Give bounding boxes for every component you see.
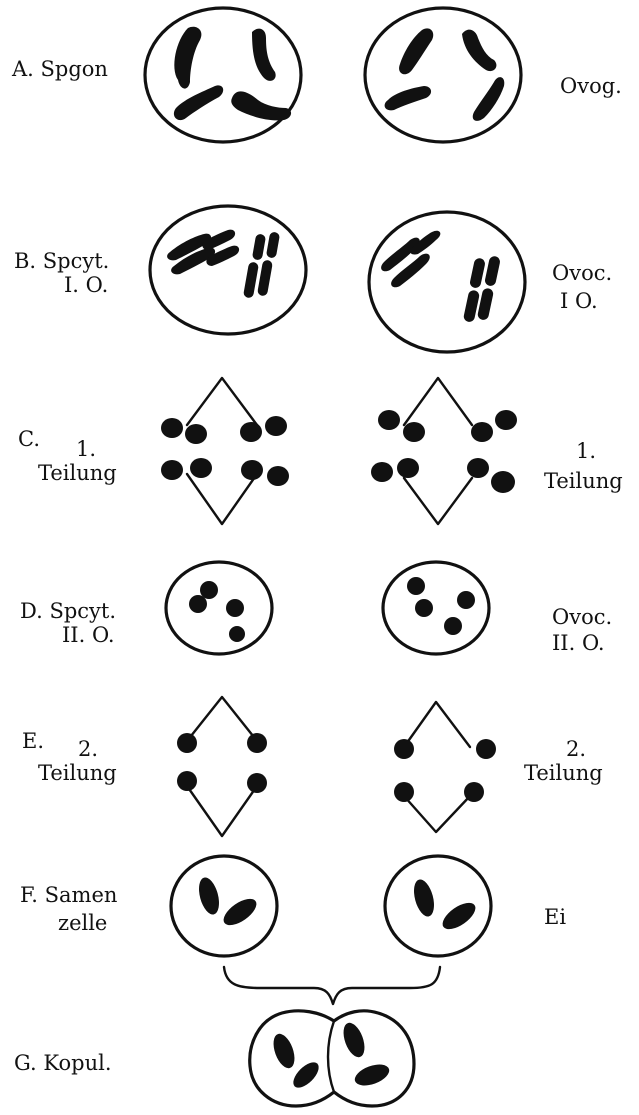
division-1-left xyxy=(161,376,289,526)
label-e-left: E. xyxy=(22,729,45,753)
cell-oogonium xyxy=(363,6,523,144)
cell-spermatocyte-2 xyxy=(164,560,274,656)
label-g-left: G. Kopul. xyxy=(14,1051,112,1075)
label-d-right-sub: II. O. xyxy=(552,631,605,655)
label-c-left-sub: Teilung xyxy=(38,461,117,485)
chromosome xyxy=(231,91,292,121)
label-d-left-sub: II. O. xyxy=(62,623,115,647)
label-a-right: Ovog. xyxy=(560,74,622,98)
cell-egg xyxy=(383,854,493,958)
label-e-right-sub: Teilung xyxy=(524,761,603,785)
label-d-right: Ovoc. xyxy=(552,605,613,629)
chromosome xyxy=(472,77,505,121)
label-e-left-sub: Teilung xyxy=(38,761,117,785)
label-b-right: Ovoc. xyxy=(552,261,613,285)
label-e-left-num: 2. xyxy=(78,737,99,761)
label-f-right: Ei xyxy=(544,905,567,929)
chromosome xyxy=(173,85,224,121)
division-2-right xyxy=(394,700,496,834)
label-e-right-num: 2. xyxy=(566,737,587,761)
chromosome xyxy=(174,26,202,89)
cell-oocyte-2 xyxy=(381,560,491,656)
label-c-right-num: 1. xyxy=(576,439,597,463)
chromosome xyxy=(462,29,497,72)
cell-oocyte-1 xyxy=(367,210,527,354)
cell-sperm xyxy=(169,854,279,958)
cell-zygote xyxy=(248,1009,416,1108)
cell-spermatocyte-1 xyxy=(148,204,308,336)
chromosome xyxy=(399,28,434,75)
chromosome xyxy=(252,28,276,81)
label-d-left: D. Spcyt. xyxy=(20,599,117,623)
label-f-left: F. Samen xyxy=(20,883,118,907)
division-2-left xyxy=(177,695,267,838)
label-c-left: C. xyxy=(18,427,40,451)
label-c-left-num: 1. xyxy=(76,437,97,461)
label-f-left-sub: zelle xyxy=(58,911,108,935)
fusion-brace xyxy=(222,965,442,1006)
label-b-right-sub: I O. xyxy=(560,289,598,313)
division-1-right xyxy=(371,376,517,526)
label-a-left: A. Spgon xyxy=(12,57,108,81)
label-c-right-sub: Teilung xyxy=(544,469,623,493)
cell-spermatogonium xyxy=(143,6,303,144)
label-b-left-sub: I. O. xyxy=(64,273,109,297)
label-b-left: B. Spcyt. xyxy=(14,249,110,273)
chromosome xyxy=(384,86,432,111)
